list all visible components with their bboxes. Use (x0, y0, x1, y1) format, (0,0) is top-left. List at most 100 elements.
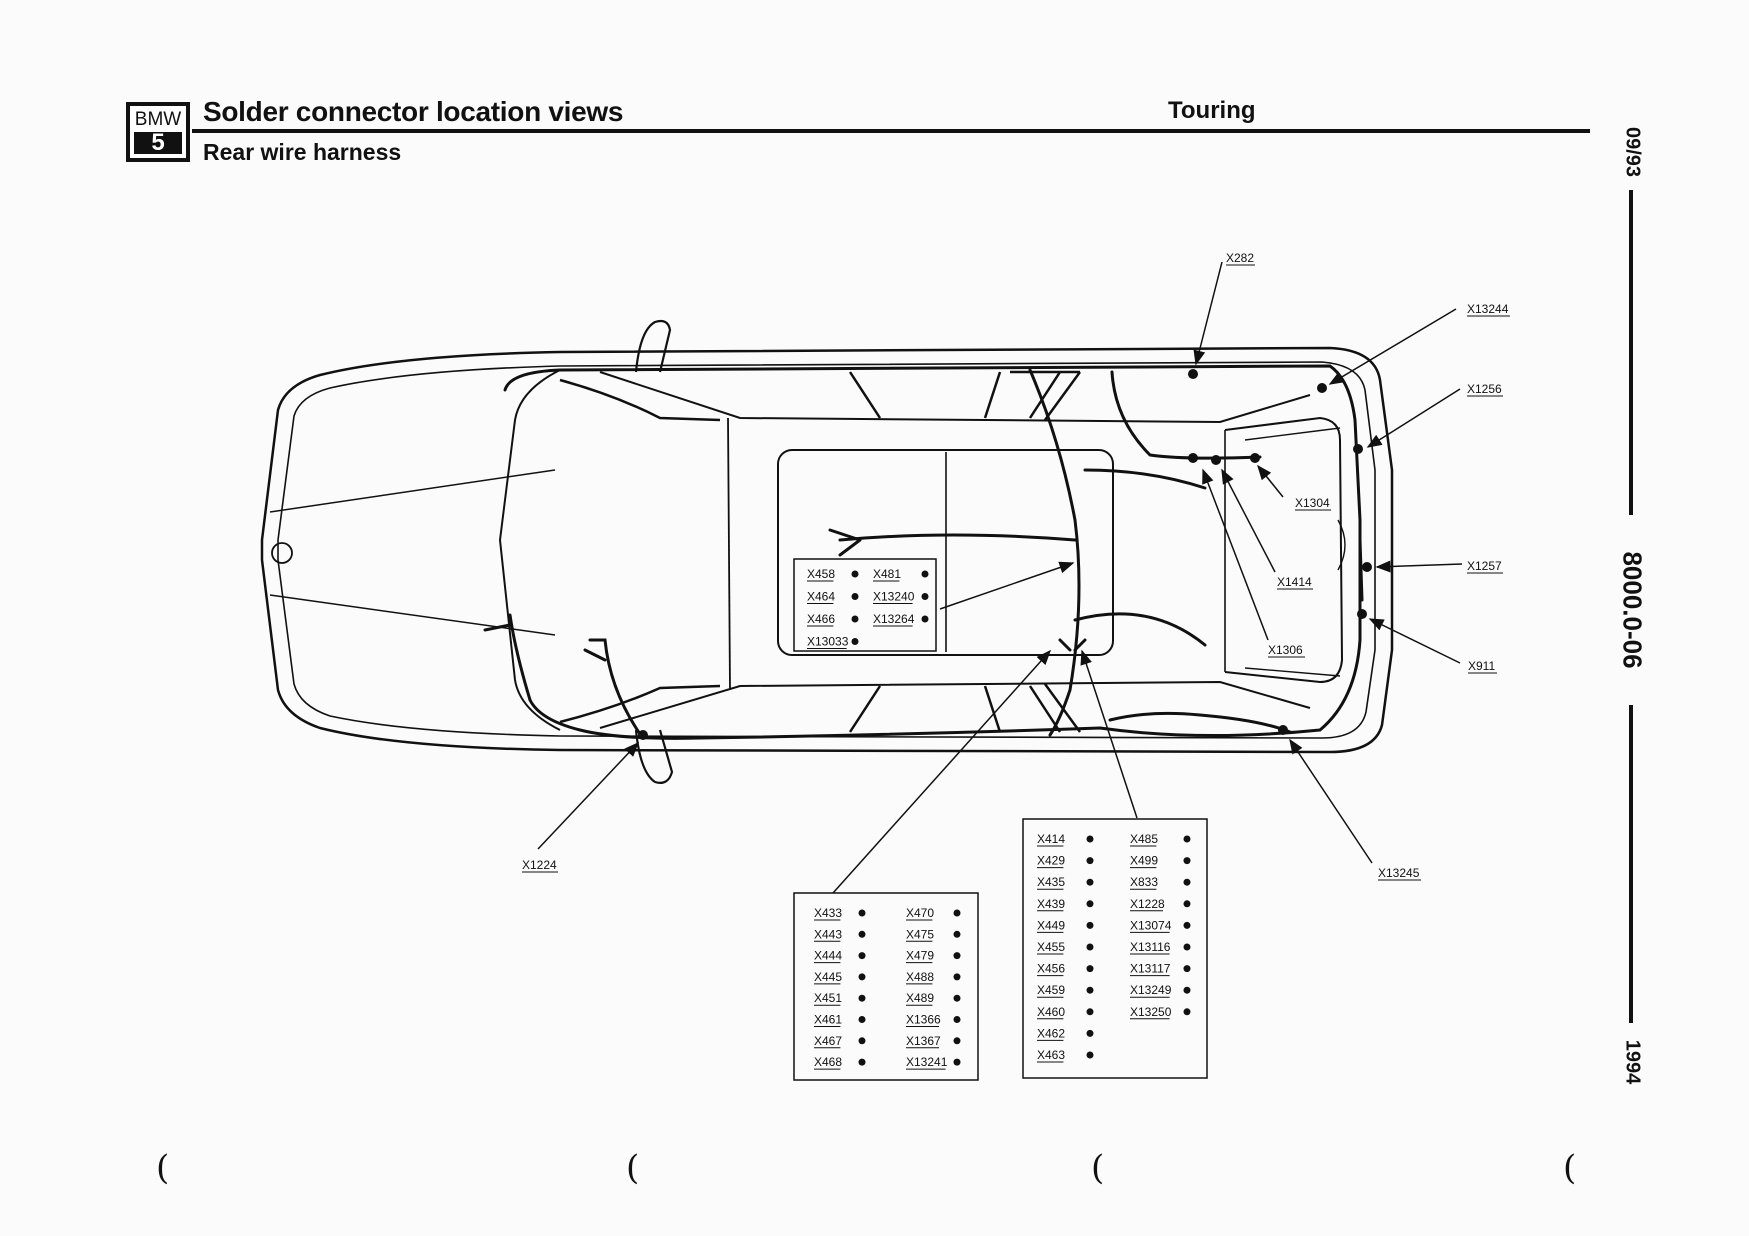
connector-code: X459 (1037, 983, 1065, 997)
punch-mark-3: ( (1091, 1148, 1105, 1188)
roof-connector-box (793, 558, 937, 652)
logo-brand: BMW (134, 109, 182, 130)
label-x1306: X1306 (1268, 643, 1303, 657)
label-x13244: X13244 (1467, 302, 1509, 316)
connector-code: X433 (814, 906, 842, 920)
connector-dot (953, 973, 961, 981)
label-x911: X911 (1468, 659, 1495, 673)
page-title: Solder connector location views (203, 96, 624, 127)
connector-dot (921, 593, 929, 600)
connector-code: X1228 (1130, 897, 1165, 911)
connector-code: X460 (1037, 1005, 1065, 1019)
callout-underlines (522, 264, 1510, 881)
connector-dot (953, 994, 961, 1002)
connector-dot (1183, 943, 1191, 951)
callout-labels: X282 X13244 X1256 X1304 X1414 X1306 X125… (522, 251, 1509, 880)
connector-code: X456 (1037, 962, 1065, 976)
connector-dot (1086, 900, 1094, 908)
connector-dot (1086, 1051, 1094, 1059)
connector-dot (858, 930, 866, 938)
connector-dot (858, 909, 866, 917)
connector-code: X13250 (1130, 1005, 1172, 1019)
connector-code: X489 (906, 991, 934, 1005)
connector-code: X439 (1037, 897, 1065, 911)
connector-code: X470 (906, 906, 934, 920)
connector-dot (851, 638, 859, 645)
connector-code: X475 (906, 927, 934, 941)
label-x1257: X1257 (1467, 559, 1502, 573)
connector-code: X488 (906, 970, 934, 984)
connector-code: X481 (873, 567, 901, 581)
connector-code: X462 (1037, 1026, 1065, 1040)
connector-dot (1086, 857, 1094, 865)
connector-dot (953, 1037, 961, 1045)
punch-mark-2: ( (626, 1148, 640, 1188)
connector-code: X445 (814, 970, 842, 984)
connector-code: X451 (814, 991, 842, 1005)
label-x1224: X1224 (522, 858, 557, 872)
connector-code: X458 (807, 567, 835, 581)
connector-dot (851, 593, 859, 600)
connector-dot (1183, 986, 1191, 994)
connector-code: X449 (1037, 918, 1065, 932)
connector-dot (1183, 965, 1191, 973)
connector-box-items: X458X464X466X13033X481X13240X13264X433X4… (807, 567, 1191, 1070)
connector-code: X455 (1037, 940, 1065, 954)
leader-lines (537, 261, 1463, 894)
connector-dot (1086, 835, 1094, 843)
connector-code: X414 (1037, 832, 1065, 846)
connector-dot (1183, 1008, 1191, 1016)
side-rule-top (1629, 190, 1633, 515)
connector-dot (1183, 857, 1191, 865)
lower-left-connector-box (793, 892, 979, 1081)
connector-code: X13033 (807, 635, 849, 649)
label-x282: X282 (1226, 251, 1254, 265)
connector-code: X13240 (873, 590, 915, 604)
connector-code: X429 (1037, 854, 1065, 868)
connector-code: X468 (814, 1055, 842, 1069)
connector-code: X443 (814, 927, 842, 941)
connector-dot (1183, 878, 1191, 886)
label-x13245: X13245 (1378, 866, 1420, 880)
connector-code: X485 (1130, 832, 1158, 846)
header-rule (192, 129, 1590, 133)
connector-dot (1183, 900, 1191, 908)
connector-dot (1183, 921, 1191, 929)
variant-label: Touring (1168, 97, 1256, 124)
connector-dot (858, 1058, 866, 1066)
connector-code: X444 (814, 949, 842, 963)
connector-dot (953, 952, 961, 960)
connector-code: X461 (814, 1013, 842, 1027)
wire-harness (483, 364, 1364, 740)
connector-code: X13074 (1130, 918, 1172, 932)
connector-code: X463 (1037, 1048, 1065, 1062)
connector-code: X1366 (906, 1013, 941, 1027)
connector-dot (858, 1016, 866, 1023)
connector-dot (953, 1016, 961, 1023)
label-x1256: X1256 (1467, 382, 1502, 396)
bmw-5-logo: BMW 5 (126, 102, 190, 162)
connector-dot (953, 909, 961, 917)
punch-mark-4: ( (1563, 1148, 1577, 1188)
punch-mark-1: ( (156, 1148, 170, 1188)
label-x1304: X1304 (1295, 496, 1330, 510)
connector-dot (1183, 835, 1191, 843)
lower-right-connector-box (1022, 818, 1208, 1079)
connector-dots (638, 369, 1372, 740)
connector-code: X13249 (1130, 983, 1172, 997)
connector-code: X479 (906, 949, 934, 963)
connector-dot (1086, 965, 1094, 973)
connector-dot (858, 973, 866, 981)
connector-dot (1086, 1029, 1094, 1037)
connector-code: X13116 (1130, 940, 1171, 954)
connector-code: X499 (1130, 854, 1158, 868)
connector-code: X466 (807, 612, 835, 626)
connector-dot (953, 930, 961, 938)
connector-code: X13241 (906, 1055, 948, 1069)
connector-code: X464 (807, 590, 835, 604)
car-outline (260, 319, 1394, 784)
connector-dot (1086, 878, 1094, 886)
connector-dot (953, 1058, 961, 1066)
connector-dot (851, 615, 859, 623)
logo-model: 5 (134, 131, 182, 155)
